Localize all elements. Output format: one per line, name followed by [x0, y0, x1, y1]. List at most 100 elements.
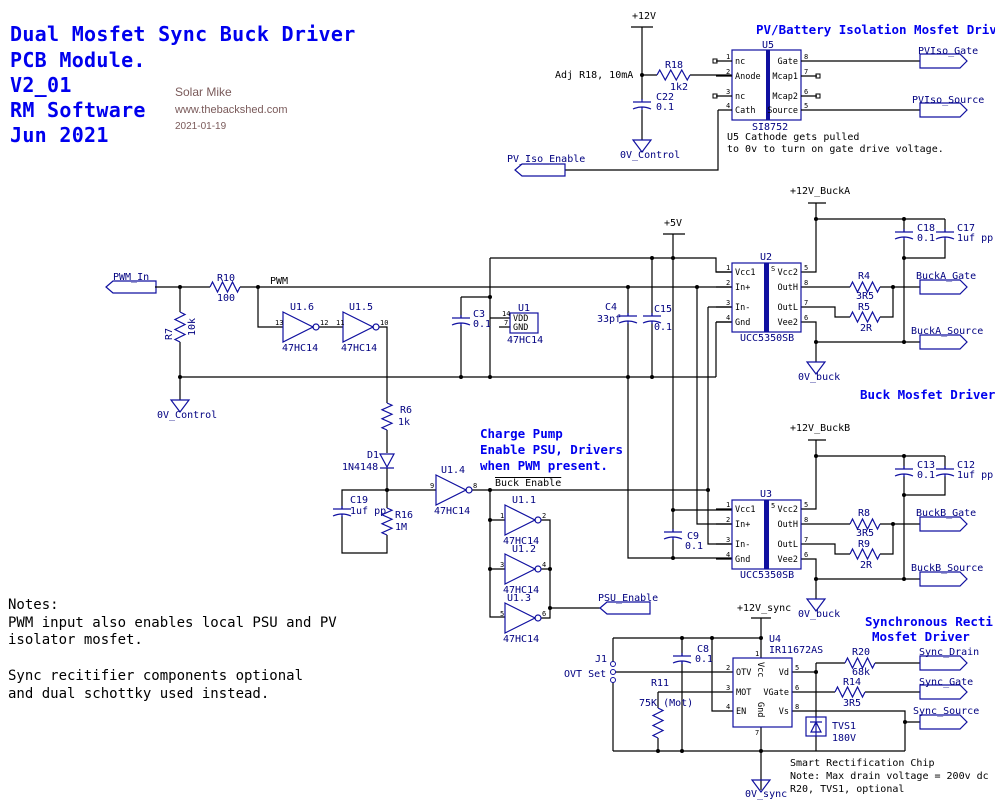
gate-ref: U1.5	[349, 302, 373, 313]
port-label: PWM_In	[113, 272, 149, 283]
capacitor	[935, 466, 955, 477]
watermark: Solar Mike www.thebackshed.com 2021-01-1…	[174, 85, 288, 132]
section-heading: Enable PSU, Drivers	[480, 442, 623, 457]
connector-j1[interactable]	[610, 661, 616, 683]
adj-note: Adj R18, 10mA	[555, 70, 633, 81]
junction	[902, 454, 906, 458]
port-source	[919, 334, 968, 350]
j1-label: OVT Set	[564, 669, 606, 680]
junction	[814, 670, 818, 674]
pin-number: 3	[726, 536, 730, 544]
gate-part: 47HC14	[282, 343, 318, 354]
ic-u4	[732, 657, 793, 728]
resistor-high	[849, 280, 881, 294]
port-label: PVIso_Source	[912, 95, 984, 106]
r18-ref: R18	[665, 60, 683, 71]
pin-number: 6	[542, 610, 546, 618]
ic-ref: U3	[760, 489, 772, 500]
ground-label: 0V_buck	[798, 609, 840, 620]
inverter-u1-4	[435, 474, 473, 506]
ic-part: UCC5350SB	[740, 333, 794, 344]
net-label-buck-enable: Buck Enable	[495, 478, 561, 489]
pin-number: 5	[795, 664, 799, 672]
cap-ref: C17	[957, 223, 975, 234]
pin-number: 2	[726, 664, 730, 672]
port-sync-drain	[919, 655, 968, 671]
port-sync-gate	[919, 684, 968, 700]
sync-rectifier-section: Synchronous Recti Mosfet Driver +12V_syn…	[564, 603, 993, 800]
u1-part: 47HC14	[507, 335, 543, 346]
port-label: Sync_Drain	[919, 647, 979, 658]
junction	[671, 556, 675, 560]
r7-ref: R7	[164, 328, 175, 340]
isolation-bar	[764, 500, 769, 569]
ground-symbol	[805, 361, 827, 375]
pin-number: 14	[502, 310, 510, 318]
inverter-u1-5	[342, 311, 380, 343]
pin-name: In-	[735, 303, 750, 313]
capacitor-c9	[663, 529, 683, 540]
junction	[814, 217, 818, 221]
port-label: BuckA_Source	[911, 326, 983, 337]
pin-number: 5	[804, 501, 808, 509]
note-line: R20, TVS1, optional	[790, 784, 904, 795]
charge-pump-section: Charge Pump Enable PSU, Drivers when PWM…	[332, 402, 710, 645]
port-psu-enable	[599, 601, 651, 615]
res-ref: R5	[858, 302, 870, 313]
r6-value: 1k	[398, 417, 410, 428]
inverter-u1-6	[282, 311, 320, 343]
pin-number: 1	[726, 501, 730, 509]
diode-d1	[378, 453, 396, 469]
capacitor-c3	[451, 315, 471, 326]
ground-label: 0V_Control	[620, 150, 680, 161]
junction	[656, 749, 660, 753]
c22-value: 0.1	[656, 102, 674, 113]
res-ref: R9	[858, 539, 870, 550]
pin-number: 8	[473, 482, 477, 490]
r14-value: 3R5	[843, 698, 861, 709]
junction	[626, 375, 630, 379]
pin-name: In+	[735, 283, 750, 293]
watermark-author: Solar Mike	[175, 85, 232, 99]
cap-ref: C18	[917, 223, 935, 234]
pin-name: OutH	[778, 520, 798, 530]
net-label: PWM	[270, 276, 288, 287]
pin-number: 5	[804, 264, 808, 272]
inverter-u1-3	[504, 602, 542, 634]
pin-number: 2	[726, 68, 730, 76]
title-line: Dual Mosfet Sync Buck Driver	[10, 22, 356, 46]
junction	[680, 749, 684, 753]
u1-ref: U1	[518, 303, 530, 314]
capacitor-c22	[632, 99, 652, 110]
notes-line: and dual schottky used instead.	[8, 686, 269, 702]
resistor-r16	[380, 507, 394, 536]
junction	[891, 285, 895, 289]
junction	[814, 577, 818, 581]
ground-label: 0V_buck	[798, 372, 840, 383]
pin-name: Gate	[778, 57, 798, 67]
pin-name: Gnd	[735, 555, 750, 565]
r16-ref: R16	[395, 510, 413, 521]
pin-name-gnd: Gnd	[755, 702, 765, 717]
c19-ref: C19	[350, 495, 368, 506]
pin-name: nc	[735, 92, 745, 102]
junction	[814, 340, 818, 344]
wire	[716, 439, 946, 599]
ground-label: 0V_Control	[157, 410, 217, 421]
pin-number: 5	[500, 610, 504, 618]
notes-heading: Notes:	[8, 597, 59, 613]
title-line: V2_01	[10, 73, 72, 97]
pin-number: 3	[500, 561, 504, 569]
gate-part: 47HC14	[503, 585, 539, 596]
junction	[650, 256, 654, 260]
junction	[256, 285, 260, 289]
res-ref: R4	[858, 271, 870, 282]
port-label: BuckA_Gate	[916, 271, 976, 282]
inverter-u1-1	[504, 504, 542, 536]
capacitor-c4	[618, 313, 638, 324]
c15-value: 0.1	[654, 322, 672, 333]
note-line: U5 Cathode gets pulled	[727, 132, 859, 143]
pin-number: 1	[755, 650, 759, 658]
